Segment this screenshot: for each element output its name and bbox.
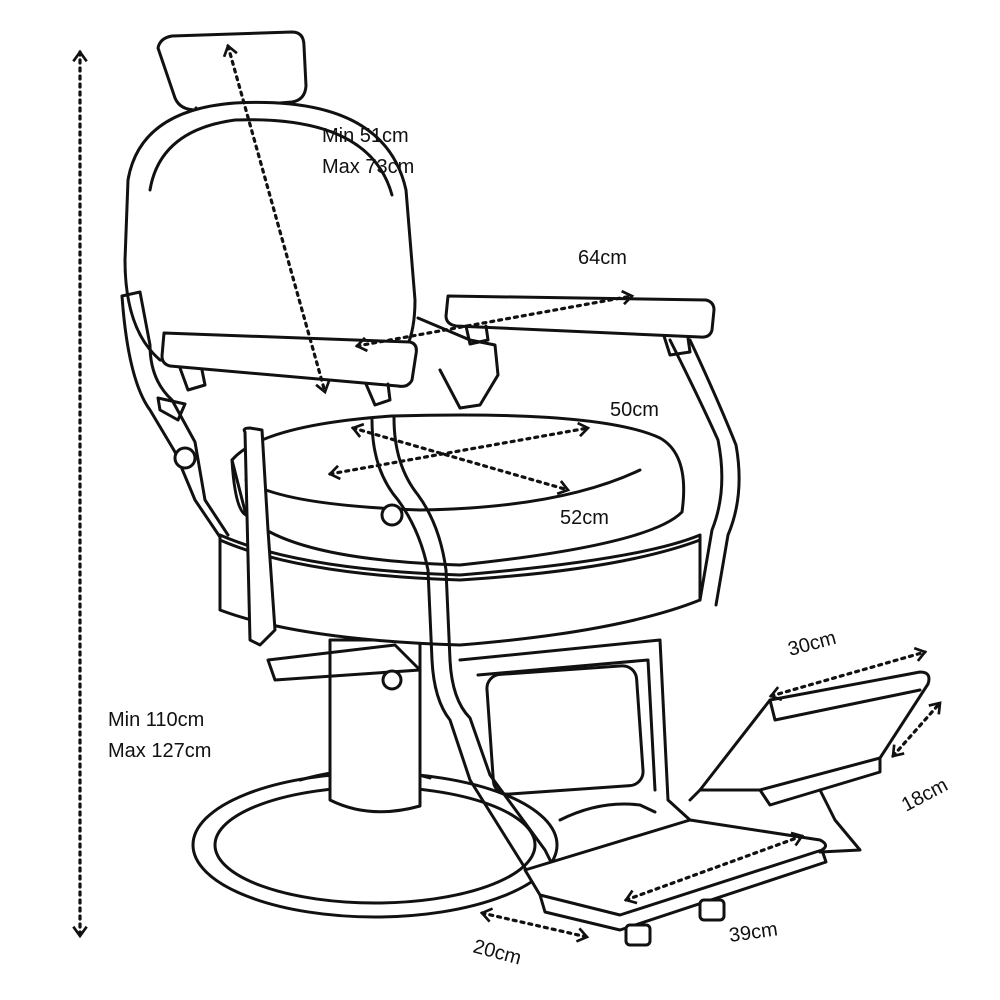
footrest-width-arrow [768,646,928,702]
back-height-max-label: Max 73cm [322,156,414,178]
total-width-label: 64cm [578,247,627,269]
back-height-min-label: Min 51cm [322,125,409,147]
base-step-label: 20cm [471,936,524,970]
base-step-arrow [479,907,590,943]
seat-depth-label: 52cm [560,507,609,529]
footplate-label: 39cm [728,918,779,947]
footrest-depth-arrow [891,701,942,758]
footplate-arrow [623,831,805,905]
dimension-labels: Min 51cm Max 73cm 64cm 50cm 52cm 30cm 18… [108,125,952,969]
left-front-post [242,426,277,647]
left-side-frame [120,290,230,542]
overall-height-max-label: Max 127cm [108,740,211,762]
backrest-height-arrow [222,43,331,395]
seat-cushion [230,413,686,567]
footrest-width-label: 30cm [786,627,839,661]
overall-height-min-label: Min 110cm [108,709,204,731]
total-width-arrow [354,289,635,353]
chair-drawing [120,30,931,947]
footrest-depth-label: 18cm [898,774,952,816]
left-armrest [160,331,418,407]
pedestal [266,638,422,814]
seat-width-label: 50cm [610,399,659,421]
lower-chassis [458,638,692,822]
right-armrest [416,294,716,410]
seat-depth-arrow [350,422,571,496]
dimension-arrows [72,43,942,943]
